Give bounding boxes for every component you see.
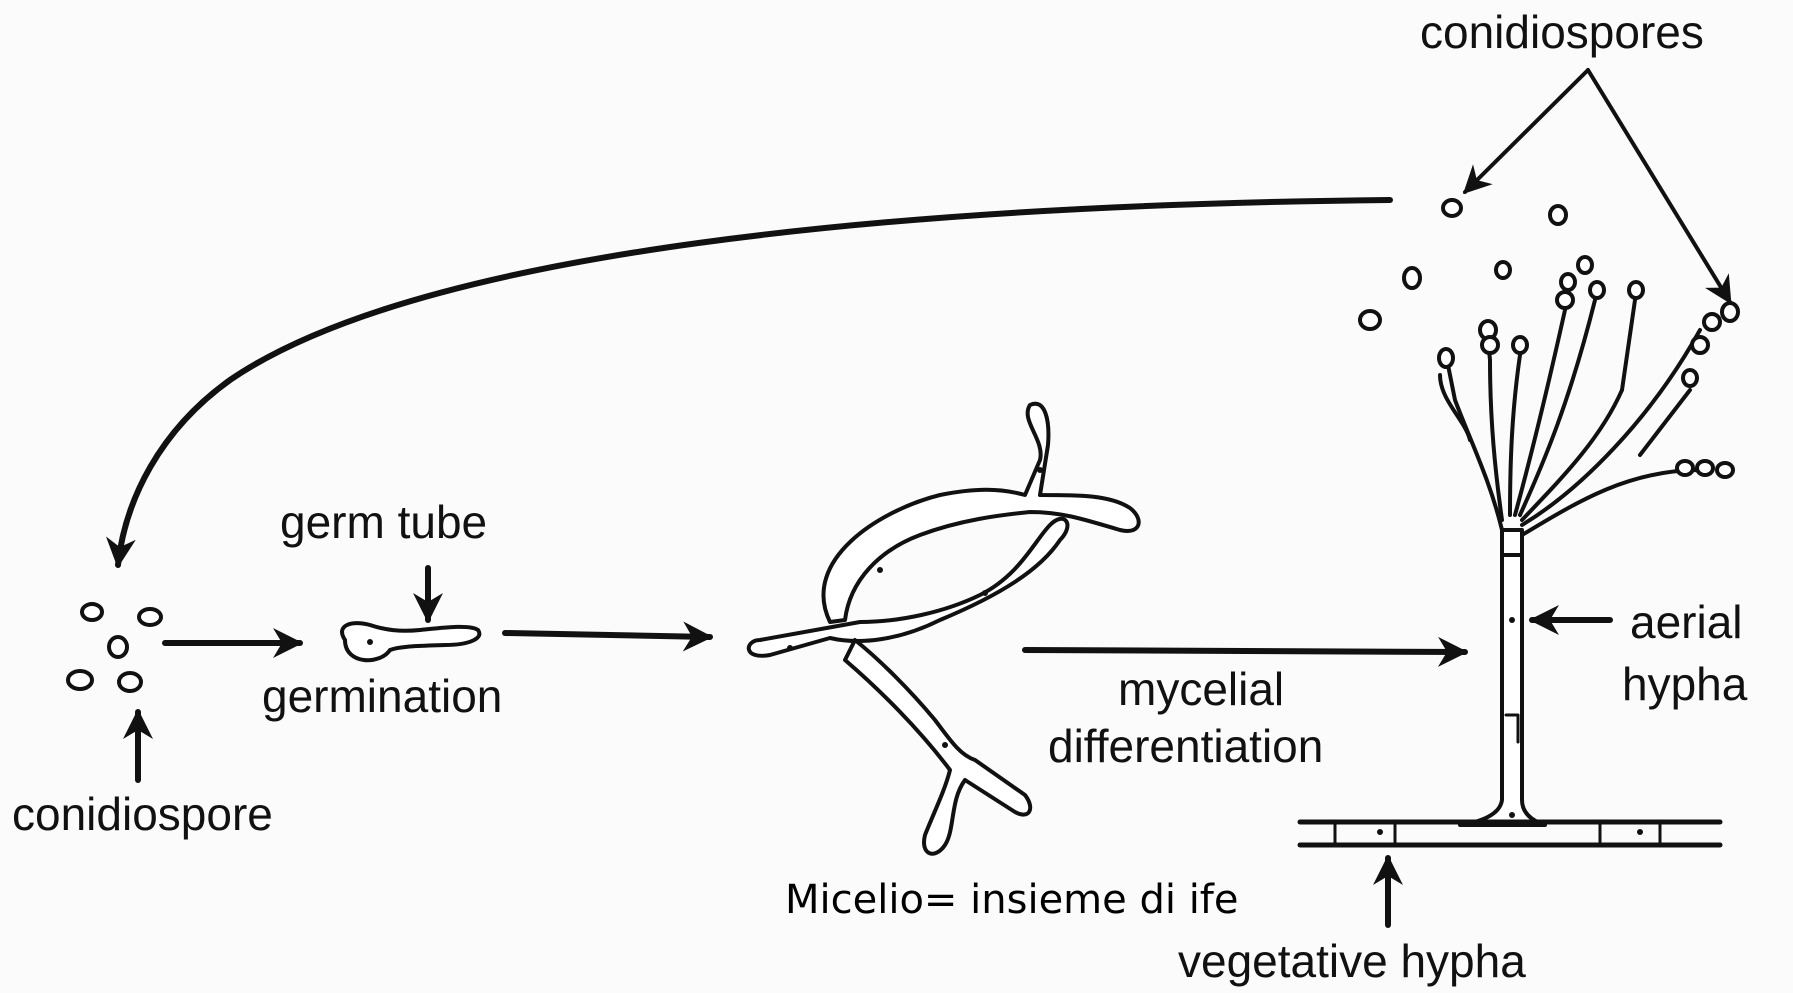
conidiospore-label: conidiospore bbox=[12, 788, 273, 840]
arrow-mycelial-differentiation bbox=[1025, 650, 1465, 652]
aerial-label-line2: hypha bbox=[1622, 658, 1748, 710]
conidiospores-pointer-right bbox=[1588, 70, 1730, 302]
vegetative-hypha-label: vegetative hypha bbox=[1178, 935, 1526, 987]
mycelial-label-line1: mycelial bbox=[1118, 663, 1284, 715]
germinating-spore bbox=[342, 623, 479, 660]
aerial-hypha-structure bbox=[1440, 300, 1700, 825]
micelio-note: Micelio= insieme di ife bbox=[785, 877, 1239, 923]
aerial-label-line1: aerial bbox=[1630, 596, 1743, 648]
germ-tube-label: germ tube bbox=[280, 496, 487, 548]
mycelial-label-line2: differentiation bbox=[1048, 720, 1323, 772]
conidiospores-pointer-left bbox=[1465, 70, 1588, 192]
conidiospores-label: conidiospores bbox=[1420, 6, 1704, 58]
arrow-to-mycelium bbox=[505, 633, 710, 637]
free-conidiospores bbox=[1360, 200, 1566, 329]
germination-label: germination bbox=[262, 670, 502, 722]
conidiospore-cluster bbox=[68, 604, 161, 691]
branched-mycelium bbox=[749, 404, 1139, 854]
